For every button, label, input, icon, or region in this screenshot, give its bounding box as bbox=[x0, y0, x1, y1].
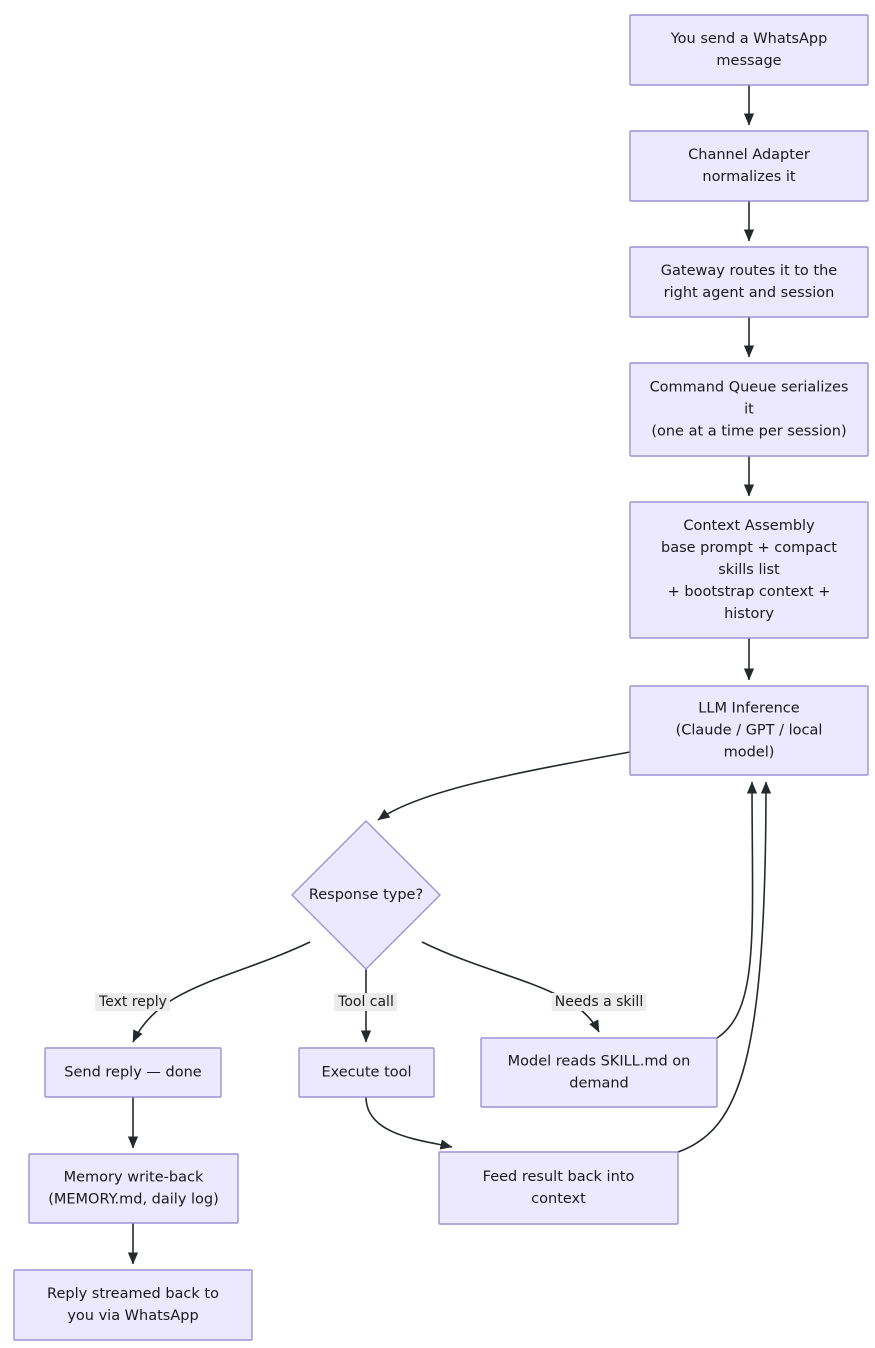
edge-label-background bbox=[334, 993, 397, 1011]
node-label: + bootstrap context + bbox=[668, 584, 831, 600]
flow-node[interactable]: LLM Inference (Claude / GPT / local model) bbox=[629, 685, 869, 776]
process-box bbox=[438, 1151, 679, 1225]
node-label: Reply streamed back to bbox=[47, 1286, 219, 1302]
flow-node[interactable]: Send reply — done bbox=[44, 1047, 222, 1098]
flow-node[interactable]: Command Queue serializes it (one at a time… bbox=[629, 362, 869, 457]
node-label: You send a WhatsApp bbox=[670, 31, 828, 47]
flow-node[interactable]: Feed result back into context bbox=[438, 1151, 679, 1225]
flow-node[interactable]: Reply streamed back to you via WhatsApp bbox=[13, 1269, 253, 1341]
node-label: skills list bbox=[718, 562, 780, 578]
edge-label: Tool call bbox=[334, 993, 397, 1011]
node-label: (one at a time per session) bbox=[651, 424, 846, 440]
node-label: right agent and session bbox=[664, 285, 835, 301]
flow-edge bbox=[365, 1096, 453, 1150]
edge-label-background bbox=[95, 993, 170, 1011]
process-box bbox=[629, 685, 869, 776]
node-label: context bbox=[531, 1191, 586, 1207]
node-label: Feed result back into bbox=[483, 1169, 635, 1185]
flow-node[interactable]: Gateway routes it to the right agent and … bbox=[629, 246, 869, 318]
node-label: history bbox=[724, 606, 774, 622]
edge-label-background bbox=[551, 993, 647, 1011]
edge-labels-layer: Text reply Tool call Needs a skill bbox=[95, 993, 647, 1011]
node-label: Execute tool bbox=[321, 1065, 411, 1081]
node-label: Command Queue serializes bbox=[650, 380, 849, 396]
flow-edge bbox=[677, 781, 772, 1153]
process-box bbox=[298, 1047, 435, 1098]
flow-node[interactable]: You send a WhatsApp message bbox=[629, 14, 869, 86]
node-label: Context Assembly bbox=[683, 518, 815, 534]
node-label: Model reads SKILL.md on bbox=[508, 1054, 691, 1070]
process-box bbox=[629, 14, 869, 86]
flow-edge bbox=[377, 751, 631, 821]
edge-label: Needs a skill bbox=[551, 993, 647, 1011]
node-label: model) bbox=[724, 745, 775, 761]
flow-edge bbox=[421, 941, 600, 1033]
node-label: (Claude / GPT / local bbox=[676, 723, 823, 739]
node-label: Channel Adapter bbox=[688, 147, 810, 163]
process-box bbox=[28, 1153, 239, 1224]
edge-label-text: Needs a skill bbox=[555, 994, 643, 1010]
decision-diamond bbox=[291, 820, 441, 970]
process-box bbox=[480, 1037, 718, 1108]
node-label: Memory write-back bbox=[64, 1170, 204, 1186]
process-box bbox=[13, 1269, 253, 1341]
node-label: demand bbox=[569, 1076, 629, 1092]
edges-layer bbox=[127, 85, 772, 1265]
flow-edge bbox=[716, 781, 758, 1039]
edge-label: Text reply bbox=[95, 993, 170, 1011]
node-label: base prompt + compact bbox=[661, 540, 837, 556]
node-label: normalizes it bbox=[702, 169, 796, 185]
flow-node[interactable]: Execute tool bbox=[298, 1047, 435, 1098]
process-box bbox=[629, 246, 869, 318]
node-label: Send reply — done bbox=[64, 1065, 201, 1081]
flow-node[interactable]: Channel Adapter normalizes it bbox=[629, 130, 869, 202]
process-box bbox=[629, 501, 869, 639]
edge-label-text: Text reply bbox=[98, 994, 167, 1010]
node-label: it bbox=[744, 402, 754, 418]
flow-node[interactable]: Model reads SKILL.md on demand bbox=[480, 1037, 718, 1108]
flow-node[interactable]: Memory write-back (MEMORY.md, daily log) bbox=[28, 1153, 239, 1224]
process-box bbox=[629, 130, 869, 202]
node-label: Gateway routes it to the bbox=[661, 263, 838, 279]
node-label: Response type? bbox=[309, 887, 423, 903]
flow-edge bbox=[132, 941, 311, 1043]
node-label: (MEMORY.md, daily log) bbox=[48, 1192, 219, 1208]
process-box bbox=[44, 1047, 222, 1098]
node-label: LLM Inference bbox=[698, 701, 799, 717]
flow-node[interactable]: Response type? bbox=[291, 820, 441, 970]
node-label: you via WhatsApp bbox=[67, 1308, 198, 1324]
flow-node[interactable]: Context Assembly base prompt + compact ski… bbox=[629, 501, 869, 639]
process-box bbox=[629, 362, 869, 457]
edge-label-text: Tool call bbox=[337, 994, 394, 1010]
node-label: message bbox=[716, 53, 781, 69]
